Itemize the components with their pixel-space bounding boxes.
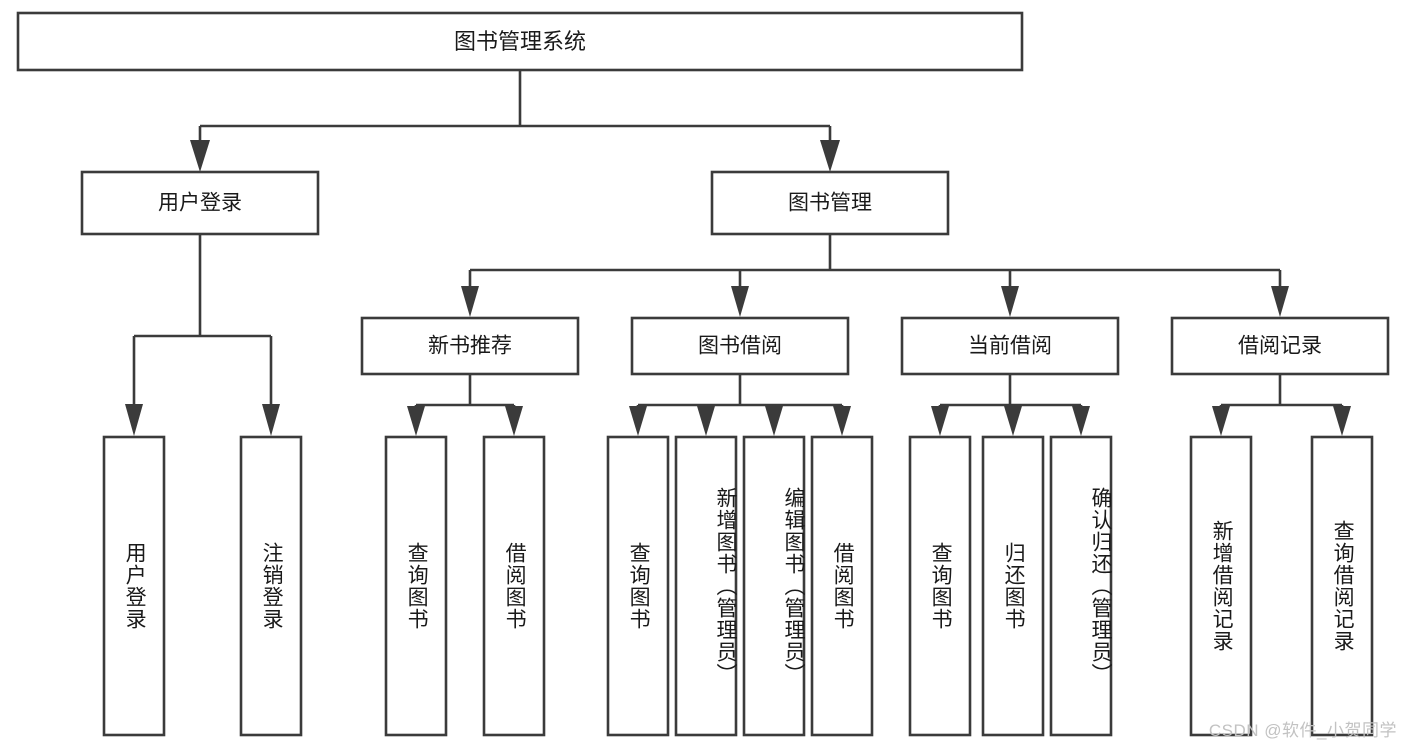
connector-group-root	[190, 70, 840, 172]
arrow-head-book-borrow	[731, 286, 749, 317]
connector-group-current-borrow	[931, 374, 1090, 436]
node-current-borrow-box[interactable]	[900, 316, 1120, 376]
arrow-head-br-leaf-1	[1212, 406, 1230, 436]
node-current-borrow-label: 当前借阅	[968, 335, 1052, 358]
arrow-head-bb-leaf-2	[697, 406, 715, 436]
arrow-head-bb-leaf-3	[765, 406, 783, 436]
connector-group-borrow-record	[1212, 374, 1351, 436]
leaf-box-query-borrow-record[interactable]	[1310, 435, 1374, 737]
node-book-borrow-box[interactable]	[630, 316, 850, 376]
arrow-head-leaf-user-login	[125, 404, 143, 436]
arrow-head-bb-leaf-4	[833, 406, 851, 436]
connector-group-new-book	[407, 374, 523, 436]
node-book-management-box[interactable]	[710, 170, 950, 236]
node-root-system-label: 图书管理系统	[454, 29, 586, 54]
arrow-head-user-login	[190, 140, 210, 172]
leaf-box-return-book[interactable]	[981, 435, 1045, 737]
arrow-head-book-mgmt	[820, 140, 840, 172]
arrow-head-bb-leaf-1	[629, 406, 647, 436]
connector-group-book-mgmt	[461, 234, 1289, 317]
arrow-head-leaf-logout	[262, 404, 280, 436]
arrow-head-cb-leaf-1	[931, 406, 949, 436]
arrow-head-cb-leaf-3	[1072, 406, 1090, 436]
node-borrow-record-box[interactable]	[1170, 316, 1390, 376]
leaf-box-confirm-return-admin[interactable]	[1049, 435, 1113, 737]
arrow-head-current-borrow	[1001, 286, 1019, 317]
node-borrow-record-label: 借阅记录	[1238, 335, 1322, 358]
watermark-text: CSDN @软件_小贺同学	[1208, 721, 1397, 740]
leaf-box-query-book-bb[interactable]	[606, 435, 670, 737]
node-new-book-recommend-box[interactable]	[360, 316, 580, 376]
node-user-login-label: 用户登录	[158, 192, 242, 215]
node-book-management-label: 图书管理	[788, 192, 872, 215]
node-current-borrow[interactable]: 当前借阅	[900, 316, 1120, 376]
arrow-head-new-book	[461, 286, 479, 317]
leaf-box-user-login[interactable]	[102, 435, 166, 737]
leaf-box-borrow-book-nb[interactable]	[482, 435, 546, 737]
arrow-head-nb-leaf-2	[505, 406, 523, 436]
arrow-head-cb-leaf-2	[1004, 406, 1022, 436]
leaf-box-add-borrow-record[interactable]	[1189, 435, 1253, 737]
node-user-login[interactable]: 用户登录	[80, 170, 320, 236]
leaf-box-query-book-cb[interactable]	[908, 435, 972, 737]
leaf-box-edit-book-admin[interactable]	[742, 435, 806, 737]
leaf-box-logout[interactable]	[239, 435, 303, 737]
node-book-borrow[interactable]: 图书借阅	[630, 316, 850, 376]
node-book-borrow-label: 图书借阅	[698, 335, 782, 358]
node-user-login-box[interactable]	[80, 170, 320, 236]
node-book-management[interactable]: 图书管理	[710, 170, 950, 236]
node-new-book-recommend[interactable]: 新书推荐	[360, 316, 580, 376]
leaf-box-add-book-admin[interactable]	[674, 435, 738, 737]
connector-group-book-borrow	[629, 374, 851, 436]
node-new-book-recommend-label: 新书推荐	[428, 335, 512, 358]
node-root-system[interactable]: 图书管理系统	[16, 11, 1024, 72]
arrow-head-borrow-record	[1271, 286, 1289, 317]
node-root-system-box[interactable]	[16, 11, 1024, 72]
connector-group-user-login	[125, 234, 280, 436]
arrow-head-nb-leaf-1	[407, 406, 425, 436]
leaf-box-query-book-nb[interactable]	[384, 435, 448, 737]
leaf-box-borrow-book-bb[interactable]	[810, 435, 874, 737]
node-borrow-record[interactable]: 借阅记录	[1170, 316, 1390, 376]
arrow-head-br-leaf-2	[1333, 406, 1351, 436]
